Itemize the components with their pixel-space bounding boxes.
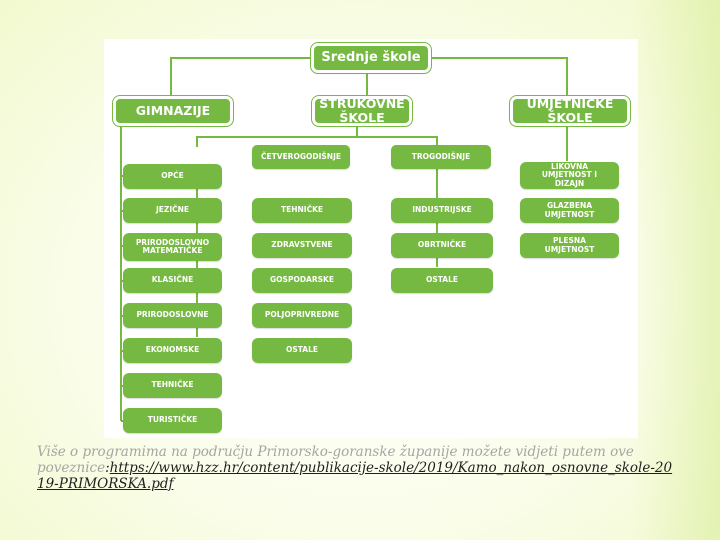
gimnazije-item: EKONOMSKE: [123, 338, 222, 363]
publication-link[interactable]: https://www.hzz.hr/content/publikacije-s…: [37, 460, 673, 492]
gimnazije-item: KLASIČNE: [123, 268, 222, 293]
gimnazije-item: TEHNIČKE: [123, 373, 222, 398]
subgroup-trogodisnje: TROGODIŠNJE: [391, 145, 491, 169]
cetverogodisnje-item: ZDRAVSTVENE: [252, 233, 352, 258]
gimnazije-item: JEZIČNE: [123, 198, 222, 223]
cetverogodisnje-item: OSTALE: [252, 338, 352, 363]
subgroup-cetverogodisnje: ČETVEROGODIŠNJE: [252, 145, 350, 169]
caption-sentence: Više o programima na području Primorsko-…: [37, 444, 634, 476]
caption-text: Više o programima na području Primorsko-…: [37, 444, 677, 492]
cetverogodisnje-item: GOSPODARSKE: [252, 268, 352, 293]
gimnazije-item: PRIRODOSLOVNE: [123, 303, 222, 328]
caption-colon: :: [105, 460, 110, 476]
cetverogodisnje-item: TEHNIČKE: [252, 198, 352, 223]
slide-background-accent: [630, 0, 720, 540]
gimnazije-item: PRIRODOSLOVNO MATEMATIČKE: [123, 233, 222, 261]
branch-umjetnicke-skole: UMJETNIČKE ŠKOLE: [509, 95, 631, 127]
root-node: Srednje škole: [310, 42, 432, 74]
gimnazije-item: OPĆE: [123, 164, 222, 189]
branch-strukovne-skole: STRUKOVNE ŠKOLE: [311, 95, 413, 127]
cetverogodisnje-item: POLJOPRIVREDNE: [252, 303, 352, 328]
trogodisnje-item: INDUSTRIJSKE: [391, 198, 493, 223]
trogodisnje-item: OBRTNIČKE: [391, 233, 493, 258]
branch-gimnazije: GIMNAZIJE: [112, 95, 234, 127]
trogodisnje-item: OSTALE: [391, 268, 493, 293]
gimnazije-item: TURISTIČKE: [123, 408, 222, 433]
umjetnicke-item: GLAZBENA UMJETNOST: [520, 198, 619, 223]
umjetnicke-item: LIKOVNA UMJETNOST I DIZAJN: [520, 162, 619, 189]
umjetnicke-item: PLESNA UMJETNOST: [520, 233, 619, 258]
